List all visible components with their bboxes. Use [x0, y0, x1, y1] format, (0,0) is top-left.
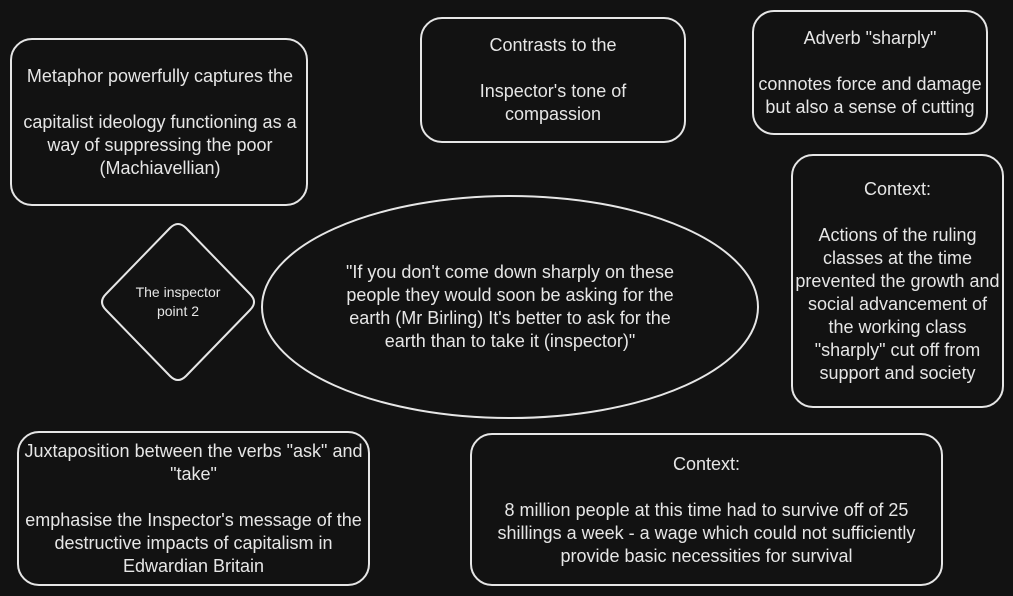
context-ruling-box[interactable]: [791, 154, 1004, 408]
adverb-note: Adverb "sharply" connotes force and dama…: [758, 27, 982, 117]
juxtaposition-box[interactable]: [17, 431, 370, 586]
contrast-note: Contrasts to the Inspector's tone of com…: [479, 35, 627, 124]
center-quote-ellipse[interactable]: [261, 195, 759, 419]
adverb-box[interactable]: [752, 10, 988, 135]
center-quote: "If you don't come down sharply on these…: [345, 262, 675, 351]
contrast-box[interactable]: [420, 17, 686, 143]
topic-diamond[interactable]: [101, 223, 255, 381]
context-wages-box[interactable]: [470, 433, 943, 586]
context-wages-note: Context: 8 million people at this time h…: [497, 453, 916, 566]
context-ruling-note: Context: Actions of the ruling classes a…: [795, 178, 1000, 383]
juxtaposition-note: Juxtaposition between the verbs "ask" an…: [24, 440, 363, 576]
metaphor-box[interactable]: [10, 38, 308, 206]
topic-label: The inspector point 2: [135, 284, 221, 319]
metaphor-note: Metaphor powerfully captures the capital…: [23, 65, 297, 178]
